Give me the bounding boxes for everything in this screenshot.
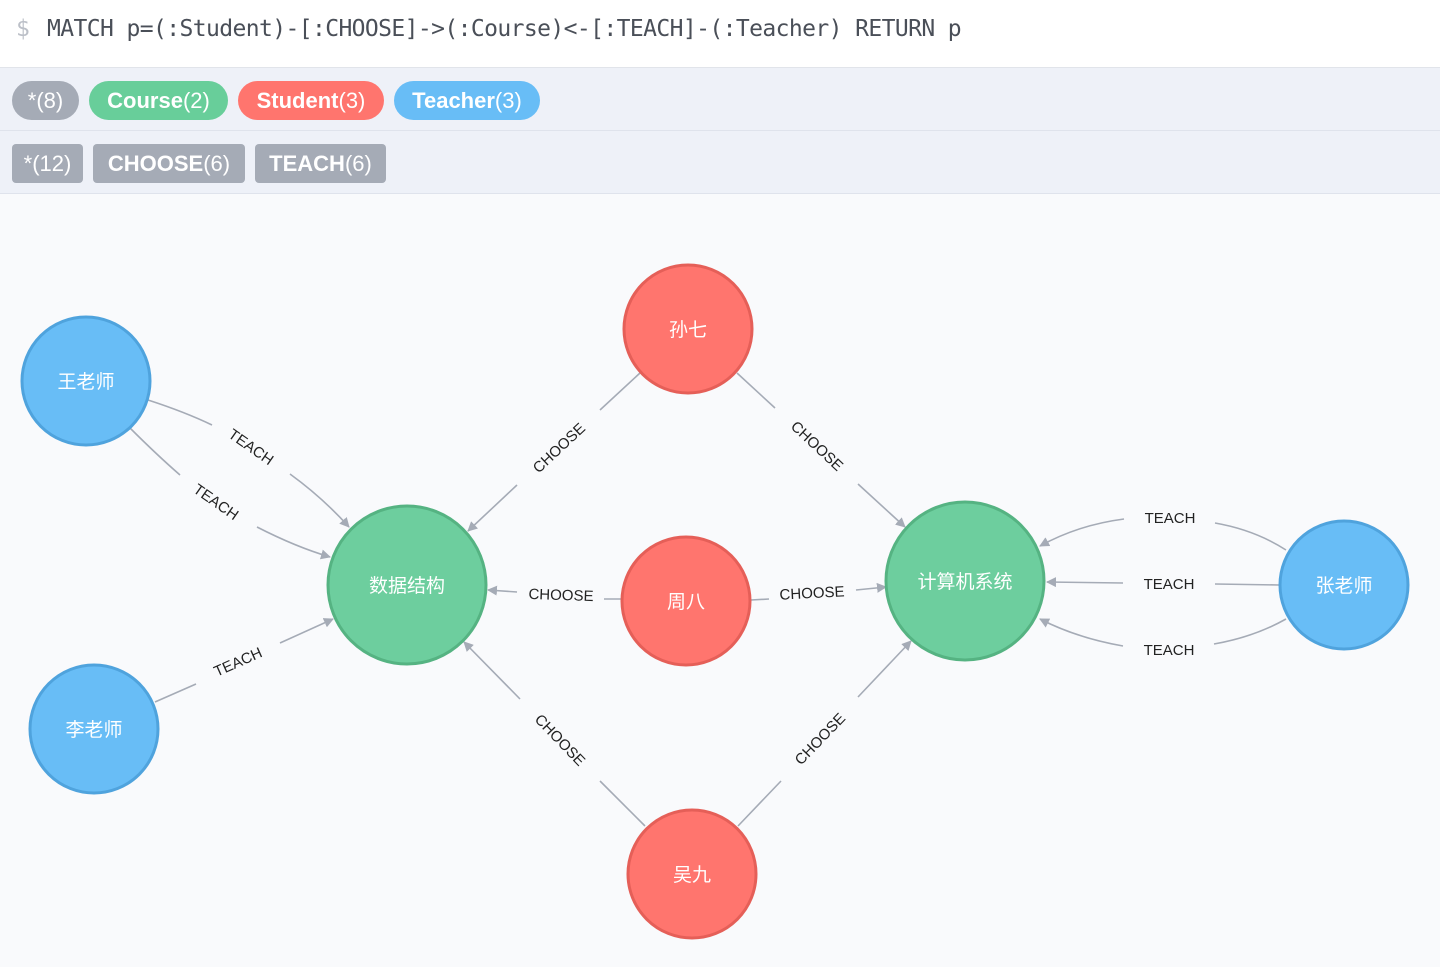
node-label: 数据结构 [369,575,445,597]
label-filter-all[interactable]: *(8) [12,81,79,120]
label-filter-teacher[interactable]: Teacher(3) [394,81,540,120]
node-teacher-zhang[interactable]: 张老师 [1278,519,1410,651]
edge-label: CHOOSE [787,418,846,475]
node-student-sun[interactable]: 孙七 [622,263,754,395]
relationship-filters: *(12) CHOOSE(6) TEACH(6) [0,131,1440,194]
label-filter-student[interactable]: Student(3) [238,81,384,120]
node-label: 周八 [667,591,705,613]
edge-teach[interactable]: TEACH [1039,510,1287,551]
rel-filter-choose[interactable]: CHOOSE(6) [93,144,245,183]
edge-teach[interactable]: TEACH [129,427,331,560]
graph-canvas[interactable]: TEACH TEACH TEACH CHOOSE CHOOSE [0,195,1440,967]
edge-choose[interactable]: CHOOSE [487,585,621,605]
edge-choose[interactable]: CHOOSE [463,641,646,827]
node-label: 计算机系统 [917,571,1012,593]
node-label: 李老师 [65,719,122,741]
edge-label: TEACH [190,481,241,524]
node-course-ds[interactable]: 数据结构 [326,504,488,666]
label-filter-course[interactable]: Course(2) [89,81,228,120]
node-label: 张老师 [1315,575,1372,597]
edge-label: CHOOSE [528,586,594,605]
edge-label: TEACH [225,426,276,469]
node-student-wu[interactable]: 吴九 [626,808,758,940]
edge-teach[interactable]: TEACH [147,399,350,528]
node-label: 王老师 [57,371,114,393]
edge-label: CHOOSE [531,711,588,770]
query-text[interactable]: MATCH p=(:Student)-[:CHOOSE]->(:Course)<… [47,16,962,42]
edge-choose[interactable]: CHOOSE [750,582,887,604]
node-label-filters: *(8) Course(2) Student(3) Teacher(3) [0,68,1440,131]
edge-label: TEACH [1144,576,1195,593]
rel-filter-teach[interactable]: TEACH(6) [255,144,386,183]
edge-teach[interactable]: TEACH [154,618,334,703]
edge-teach[interactable]: TEACH [1039,618,1287,659]
edge-choose[interactable]: CHOOSE [736,372,906,528]
node-teacher-wang[interactable]: 王老师 [20,315,152,447]
edge-label: CHOOSE [530,420,589,477]
query-prompt: $ [16,16,30,42]
edge-label: TEACH [1144,642,1195,659]
edge-label: TEACH [212,644,265,680]
edge-label: CHOOSE [792,710,849,769]
edge-label: CHOOSE [779,583,845,603]
query-bar[interactable]: $ MATCH p=(:Student)-[:CHOOSE]->(:Course… [0,0,1440,68]
node-teacher-li[interactable]: 李老师 [28,663,160,795]
edge-choose[interactable]: CHOOSE [467,372,641,532]
edge-choose[interactable]: CHOOSE [737,640,912,827]
node-label: 孙七 [669,319,707,341]
rel-filter-all[interactable]: *(12) [12,144,83,183]
node-course-cs[interactable]: 计算机系统 [884,500,1046,662]
graph-nodes: 王老师 李老师 张老师 孙七 周八 吴九 数据结构 计算机系统 [20,263,1410,940]
node-label: 吴九 [673,864,711,886]
node-student-zhou[interactable]: 周八 [620,535,752,667]
edge-teach[interactable]: TEACH [1046,576,1280,593]
edge-label: TEACH [1145,510,1196,527]
